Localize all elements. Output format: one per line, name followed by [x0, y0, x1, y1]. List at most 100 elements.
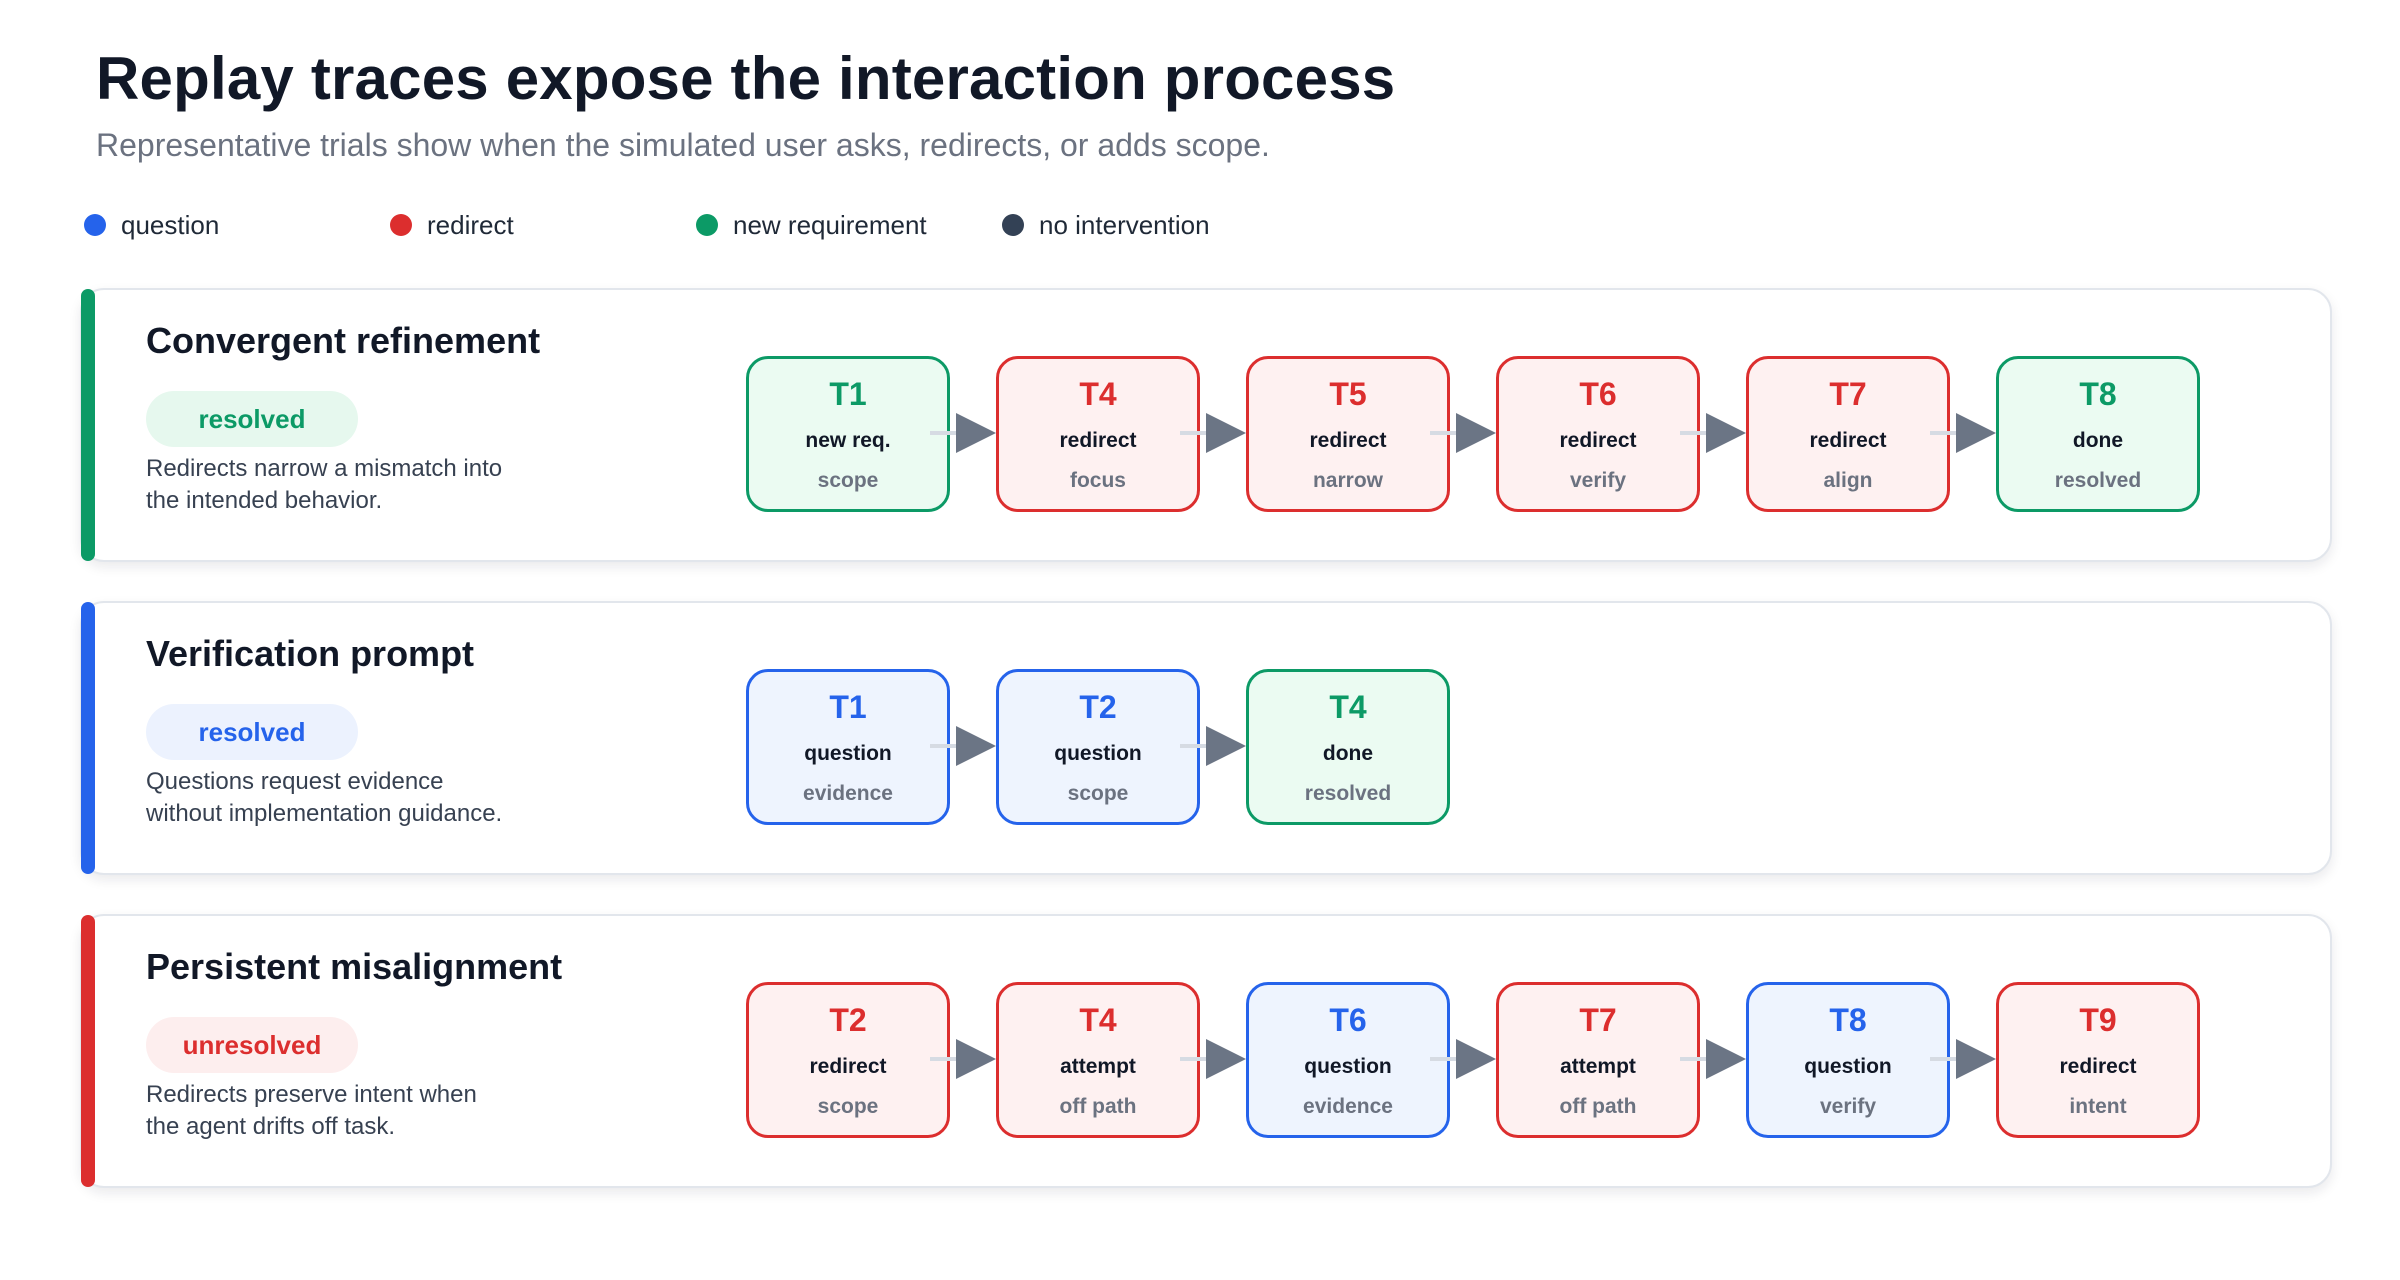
step-node-t7: T7 redirect align	[1746, 356, 1950, 512]
arrow-right-icon	[1180, 726, 1246, 766]
step-id: T4	[1079, 1002, 1117, 1038]
arrow-right-icon	[930, 726, 996, 766]
step-action: redirect	[1059, 429, 1137, 452]
step-action: question	[804, 742, 892, 765]
trace-card-verification-prompt: Verification prompt resolved Questions r…	[80, 601, 2332, 875]
step-id: T2	[829, 1002, 867, 1038]
status-badge: unresolved	[146, 1017, 358, 1073]
step-action: question	[1304, 1055, 1392, 1078]
step-note: narrow	[1312, 469, 1383, 492]
step-action: question	[1054, 742, 1142, 765]
legend-dot-icon	[696, 214, 718, 236]
card-accent-bar	[81, 602, 95, 874]
step-note: align	[1823, 469, 1873, 492]
step-note: intent	[2069, 1095, 2127, 1118]
arrow-right-icon	[930, 413, 996, 453]
step-action: redirect	[1309, 429, 1387, 452]
arrow-right-icon	[1930, 413, 1996, 453]
arrow-head	[1956, 1039, 1996, 1079]
arrow-right-icon	[1430, 1039, 1496, 1079]
figure-title: Replay traces expose the interaction pro…	[96, 45, 1396, 112]
step-node-t6: T6 question evidence	[1246, 982, 1450, 1138]
step-action: attempt	[1560, 1055, 1636, 1078]
arrow-head	[956, 413, 996, 453]
arrow-right-icon	[1930, 1039, 1996, 1079]
arrow-head	[1706, 413, 1746, 453]
step-id: T8	[1829, 1002, 1867, 1038]
legend-dot-icon	[390, 214, 412, 236]
step-id: T5	[1329, 376, 1367, 412]
card-title: Verification prompt	[146, 633, 475, 674]
step-note: evidence	[1303, 1095, 1393, 1118]
arrow-head	[1206, 726, 1246, 766]
status-badge: resolved	[146, 391, 358, 447]
step-action: redirect	[809, 1055, 887, 1078]
legend-item-new-requirement: new requirement	[696, 208, 927, 242]
step-note: scope	[817, 469, 879, 492]
step-id: T6	[1329, 1002, 1367, 1038]
legend-label: no intervention	[1039, 209, 1210, 240]
card-accent-bar	[81, 289, 95, 561]
step-note: scope	[817, 1095, 879, 1118]
step-note: resolved	[2054, 469, 2142, 492]
step-node-t4: T4 redirect focus	[996, 356, 1200, 512]
legend-label: question	[121, 209, 220, 240]
step-id: T8	[2079, 376, 2117, 412]
step-node-t7: T7 attempt off path	[1496, 982, 1700, 1138]
step-note: resolved	[1304, 782, 1392, 805]
step-node-t2: T2 redirect scope	[746, 982, 950, 1138]
card-title: Persistent misalignment	[146, 946, 563, 987]
arrow-head	[1456, 1039, 1496, 1079]
step-id: T4	[1079, 376, 1117, 412]
arrow-right-icon	[1680, 413, 1746, 453]
card-accent-bar	[81, 915, 95, 1187]
arrow-head	[956, 1039, 996, 1079]
step-node-t5: T5 redirect narrow	[1246, 356, 1450, 512]
step-flow: T1 new req. scope T4 redirect focus T5 redirect…	[82, 290, 2330, 560]
card-description: Redirects narrow a mismatch into the int…	[146, 455, 503, 514]
arrow-right-icon	[1180, 1039, 1246, 1079]
step-action: redirect	[1809, 429, 1887, 452]
step-id: T7	[1829, 376, 1867, 412]
card-description: Redirects preserve intent when the agent…	[146, 1081, 477, 1140]
arrow-head	[1206, 1039, 1246, 1079]
step-id: T7	[1579, 1002, 1617, 1038]
step-node-t4: T4 done resolved	[1246, 669, 1450, 825]
legend-item-question: question	[84, 208, 219, 242]
status-badge: resolved	[146, 704, 358, 760]
arrow-head	[1706, 1039, 1746, 1079]
legend-item-redirect: redirect	[390, 208, 514, 242]
arrow-right-icon	[930, 1039, 996, 1079]
step-note: verify	[1569, 469, 1627, 492]
step-id: T4	[1329, 689, 1367, 725]
step-action: done	[1322, 742, 1374, 765]
step-action: new req.	[805, 429, 891, 452]
figure-subtitle: Representative trials show when the simu…	[96, 127, 1270, 163]
arrow-head	[956, 726, 996, 766]
step-id: T2	[1079, 689, 1117, 725]
arrow-head	[1456, 413, 1496, 453]
step-node-t1: T1 new req. scope	[746, 356, 950, 512]
legend-label: redirect	[427, 209, 514, 240]
legend: question redirect new requirement no int…	[84, 208, 1484, 248]
step-note: verify	[1819, 1095, 1877, 1118]
legend-dot-icon	[84, 214, 106, 236]
step-id: T1	[829, 376, 867, 412]
step-action: attempt	[1060, 1055, 1136, 1078]
step-node-t2: T2 question scope	[996, 669, 1200, 825]
arrow-right-icon	[1430, 413, 1496, 453]
step-note: scope	[1067, 782, 1129, 805]
step-id: T9	[2079, 1002, 2117, 1038]
card-description: Questions request evidence without imple…	[146, 768, 503, 827]
arrow-head	[1206, 413, 1246, 453]
arrow-head	[1956, 413, 1996, 453]
arrow-right-icon	[1180, 413, 1246, 453]
step-note: focus	[1069, 469, 1126, 492]
step-note: off path	[1559, 1095, 1637, 1118]
